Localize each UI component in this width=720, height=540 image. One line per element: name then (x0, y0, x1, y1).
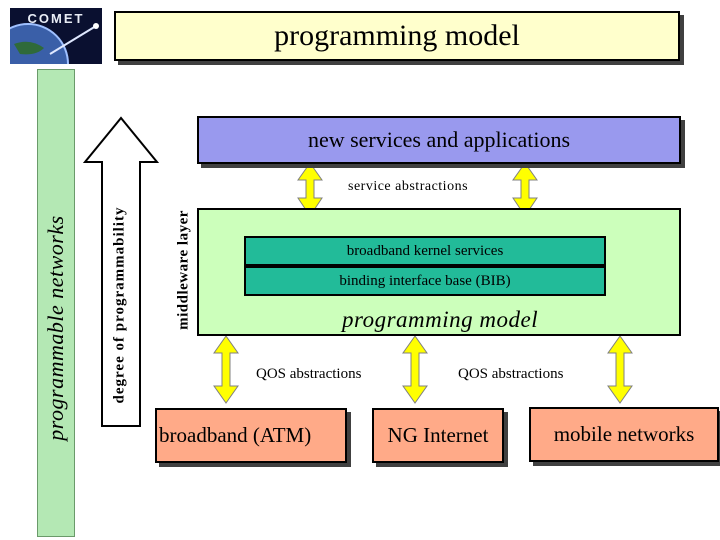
broadband-kernel-services-box: broadband kernel services (244, 236, 606, 266)
programmability-arrow (82, 116, 160, 427)
network-box-atm: broadband (ATM) (155, 408, 347, 463)
service-abstractions-label: service abstractions (348, 179, 469, 194)
double-arrow (213, 335, 239, 404)
logo-text: COMET (27, 11, 85, 26)
degree-of-programmability-label: degree of programmability (111, 206, 128, 404)
network-box-ng-internet: NG Internet (372, 408, 504, 463)
page-title: programming model (114, 11, 680, 61)
qos-abstractions-label: QOS abstractions (458, 366, 564, 382)
network-box-mobile: mobile networks (529, 407, 719, 462)
earth-graphic (10, 23, 99, 64)
programmable-networks-bar: programmable networks (37, 69, 75, 537)
double-arrow (607, 335, 633, 404)
bib-box: binding interface base (BIB) (244, 266, 606, 296)
middleware-layer-label: middleware layer (175, 210, 192, 330)
double-arrow (402, 335, 428, 404)
programming-model-label: programming model (342, 307, 539, 332)
qos-abstractions-label: QOS abstractions (256, 366, 362, 382)
new-services-box: new services and applications (197, 116, 681, 164)
comet-logo: COMET (10, 8, 102, 64)
